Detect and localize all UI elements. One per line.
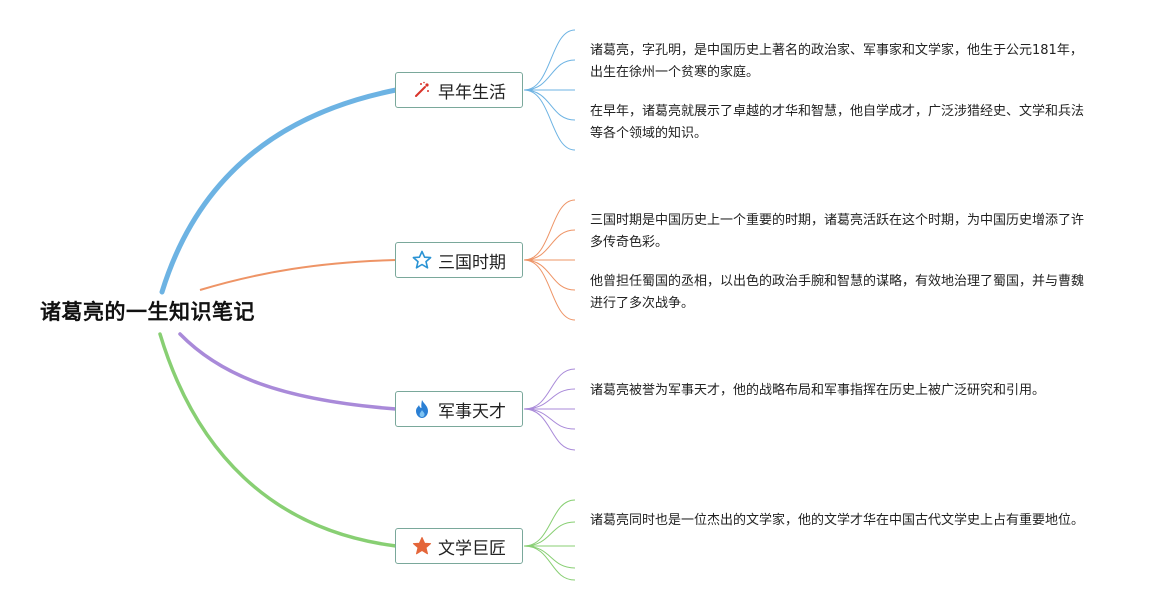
note-text: 在早年，诸葛亮就展示了卓越的才华和智慧，他自学成才，广泛涉猎经史、文学和兵法等各… — [590, 104, 1085, 141]
notes-three-kingdoms: 三国时期是中国历史上一个重要的时期，诸葛亮活跃在这个时期，为中国历史增添了许多传… — [590, 210, 1086, 332]
branch-label: 三国时期 — [438, 252, 506, 273]
fan-lines-literature — [523, 499, 576, 581]
branch-node-literature[interactable]: 文学巨匠 — [395, 528, 523, 564]
branch-node-early-life[interactable]: 早年生活 — [395, 72, 523, 108]
branch-line-early-life — [159, 87, 399, 295]
note-text: 诸葛亮，字孔明，是中国历史上著名的政治家、军事家和文学家，他生于公元181年，出… — [590, 43, 1083, 80]
branch-label: 军事天才 — [438, 401, 506, 422]
branch-label: 文学巨匠 — [438, 538, 506, 559]
sparkle-wand-icon — [412, 80, 432, 100]
fan-lines-early-life — [523, 29, 576, 151]
notes-military: 诸葛亮被誉为军事天才，他的战略布局和军事指挥在历史上被广泛研究和引用。 — [590, 380, 1086, 419]
notes-early-life: 诸葛亮，字孔明，是中国历史上著名的政治家、军事家和文学家，他生于公元181年，出… — [590, 40, 1086, 162]
fan-lines-three-kingdoms — [523, 199, 576, 321]
branch-line-literature — [158, 332, 398, 548]
branch-line-three-kingdoms — [199, 259, 397, 291]
branch-line-military — [178, 332, 398, 411]
branch-label: 早年生活 — [438, 82, 506, 103]
star-outline-icon — [412, 250, 432, 270]
note-text: 诸葛亮被誉为军事天才，他的战略布局和军事指挥在历史上被广泛研究和引用。 — [590, 383, 1046, 398]
branch-node-three-kingdoms[interactable]: 三国时期 — [395, 242, 523, 278]
note-text: 诸葛亮同时也是一位杰出的文学家，他的文学才华在中国古代文学史上占有重要地位。 — [590, 513, 1085, 528]
fan-lines-military — [523, 368, 576, 451]
note-text: 三国时期是中国历史上一个重要的时期，诸葛亮活跃在这个时期，为中国历史增添了许多传… — [590, 213, 1085, 250]
branch-node-military[interactable]: 军事天才 — [395, 391, 523, 427]
notes-literature: 诸葛亮同时也是一位杰出的文学家，他的文学才华在中国古代文学史上占有重要地位。 — [590, 510, 1086, 549]
note-text: 他曾担任蜀国的丞相，以出色的政治手腕和智慧的谋略，有效地治理了蜀国，并与曹魏进行… — [590, 274, 1085, 311]
flame-icon — [412, 399, 432, 419]
star-filled-icon — [412, 536, 432, 556]
root-topic[interactable]: 诸葛亮的一生知识笔记 — [40, 300, 255, 324]
